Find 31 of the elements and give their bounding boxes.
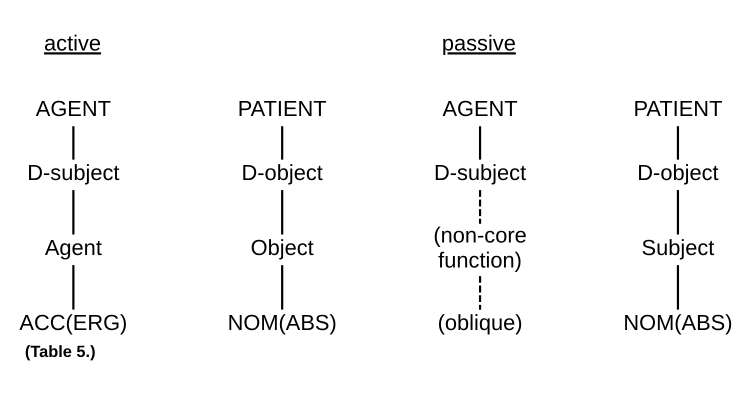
connector (72, 265, 74, 310)
connector (72, 190, 74, 235)
connector (281, 190, 284, 235)
connector (676, 126, 680, 160)
node-text: Subject (642, 235, 714, 260)
label: passive (442, 30, 516, 56)
node-text: Agent (44, 235, 102, 260)
connector (478, 126, 482, 160)
connector (676, 265, 680, 310)
label: active (44, 30, 102, 56)
connector (281, 265, 284, 310)
connector (478, 190, 482, 224)
node-text: ACC(ERG) (19, 310, 128, 336)
node-text: AGENT (442, 96, 518, 121)
node-text: PATIENT (633, 96, 722, 121)
node-text: (oblique) (438, 310, 523, 336)
node-text: D-object (242, 160, 323, 185)
node-text: Object (250, 235, 314, 260)
connector (281, 126, 284, 160)
node-text: AGENT (36, 96, 111, 121)
node-text: NOM(ABS) (228, 310, 337, 336)
connector (676, 190, 680, 235)
node-text: PATIENT (238, 96, 327, 121)
connector (72, 126, 74, 160)
connector (478, 276, 482, 310)
node-text: (non-core function) (433, 222, 527, 272)
caption: (Table 5.) (24, 343, 96, 362)
node-text: NOM(ABS) (623, 310, 733, 336)
node-text: D-object (637, 160, 719, 185)
node-text: D-subject (434, 160, 526, 185)
node-text: D-subject (27, 160, 120, 185)
